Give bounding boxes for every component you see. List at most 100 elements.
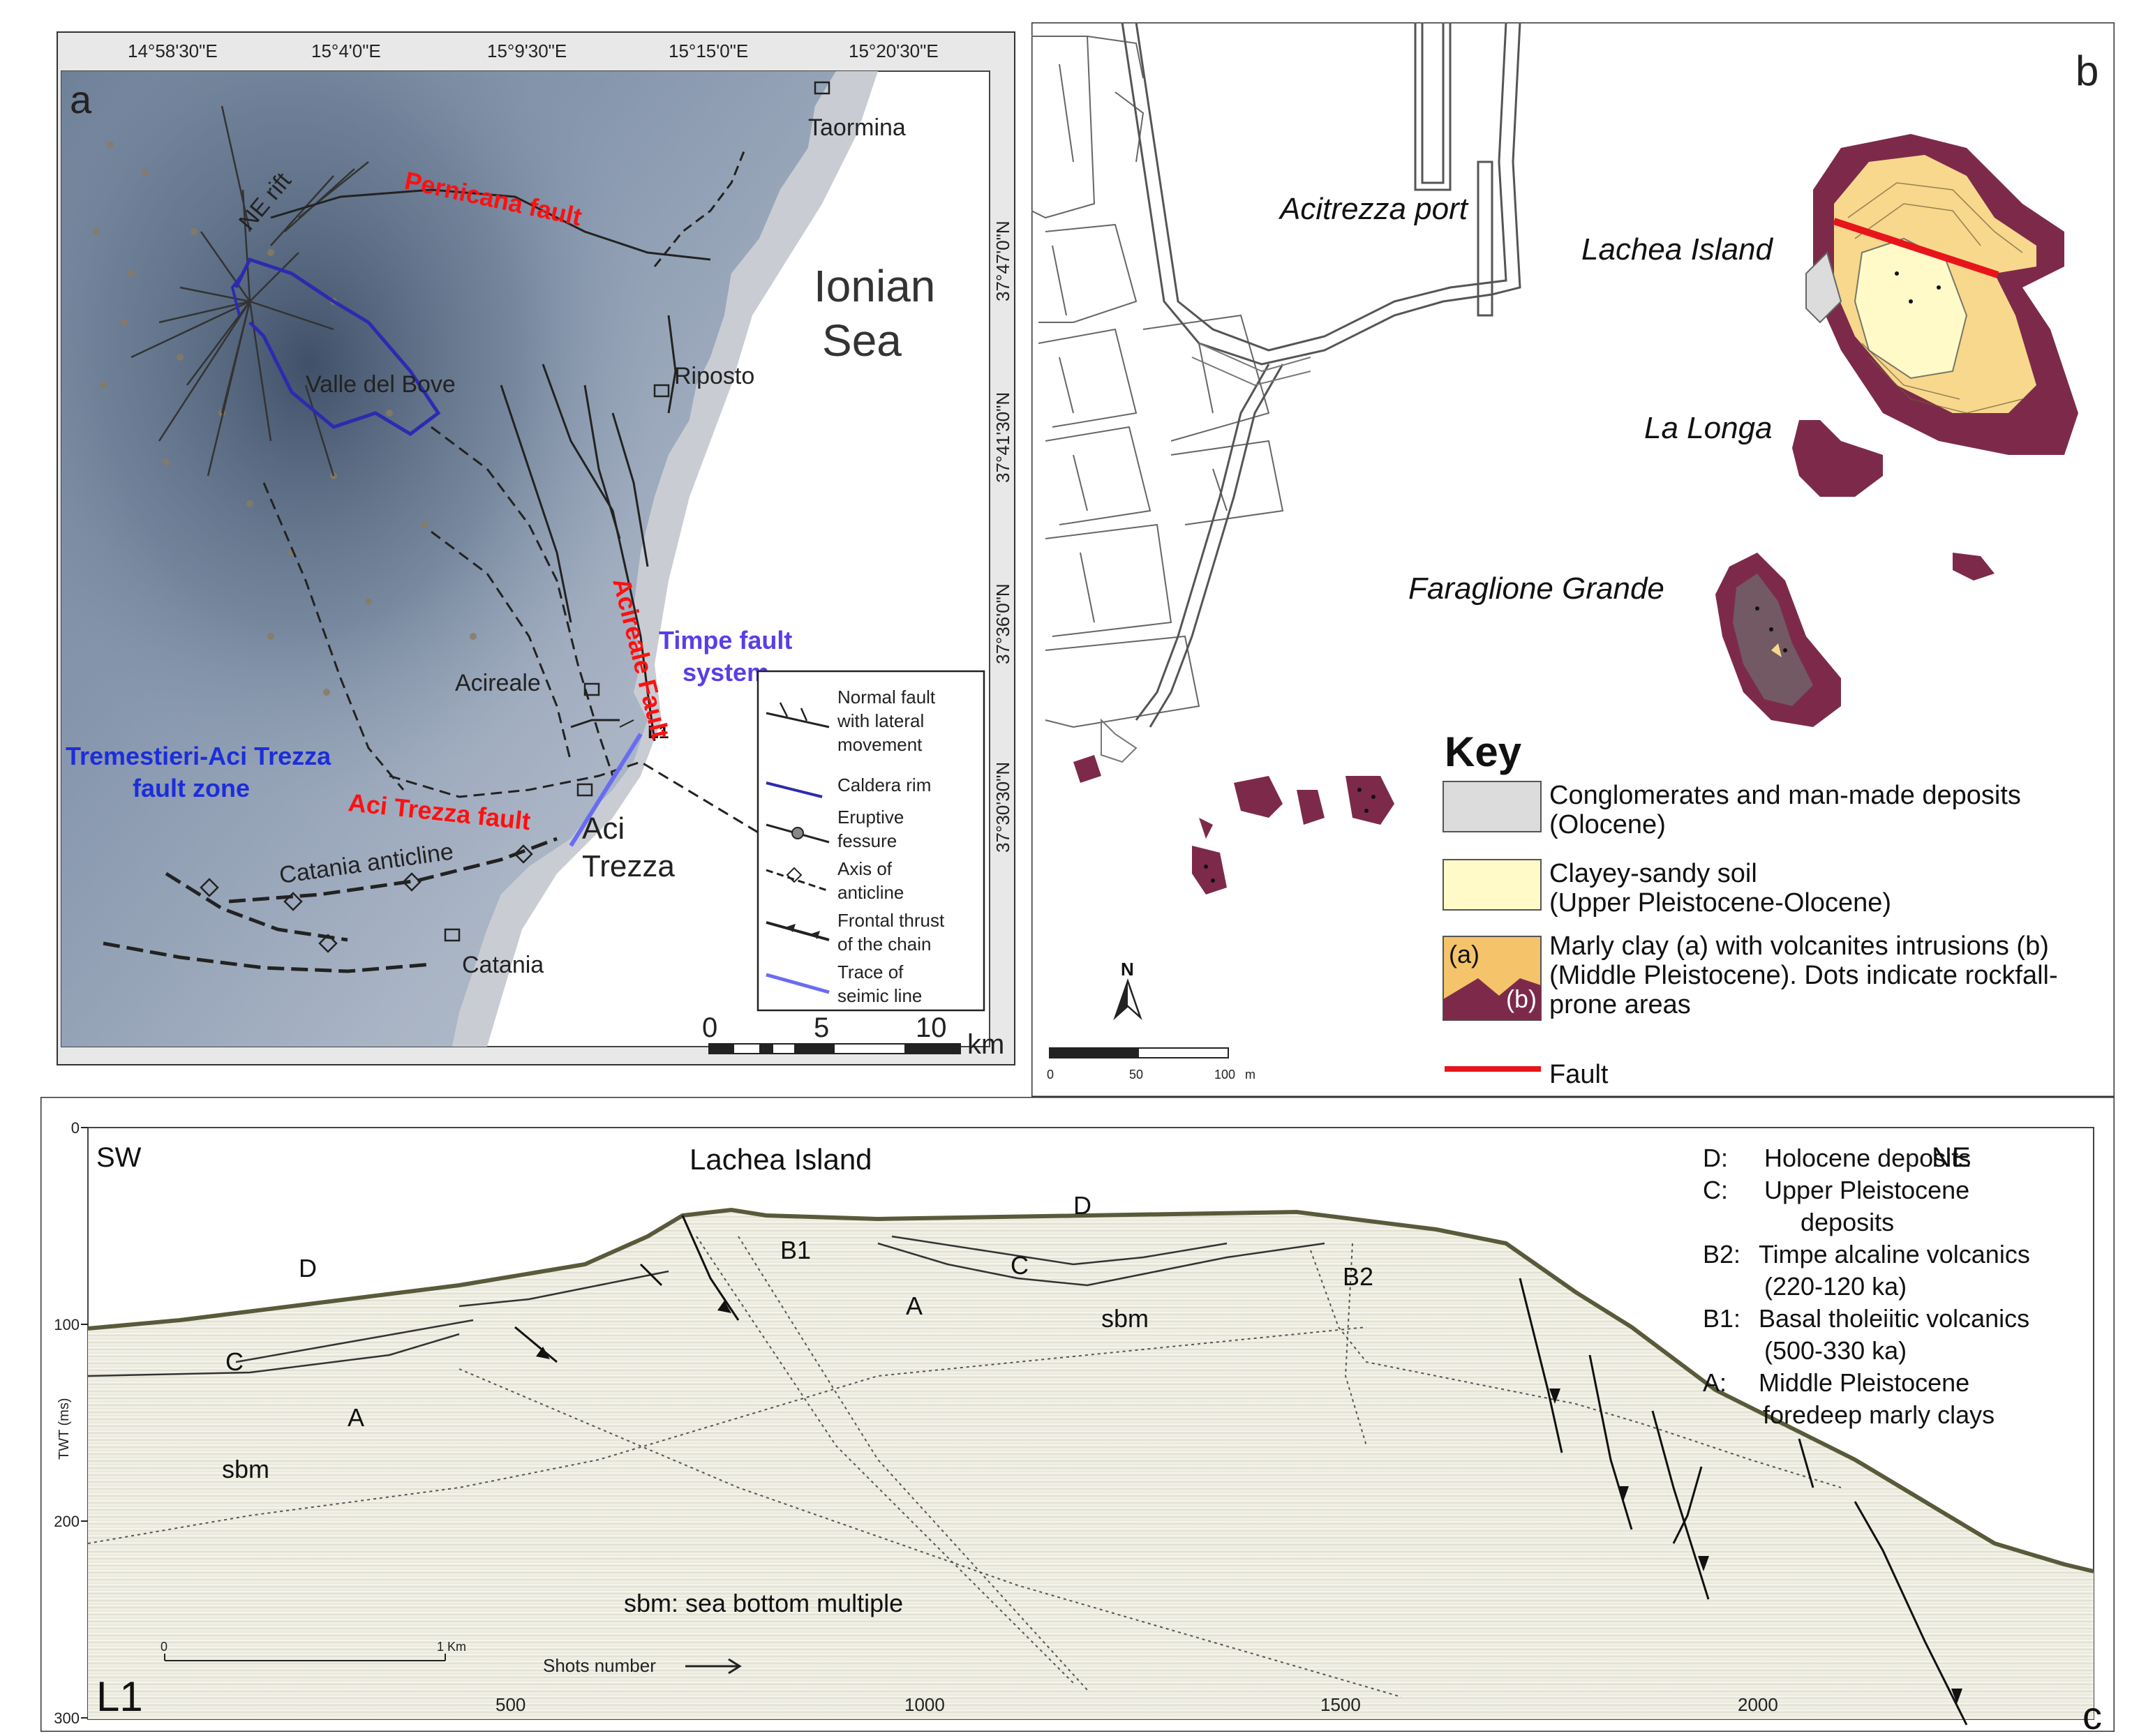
panel-a-letter: a bbox=[70, 77, 92, 121]
legend-a-anticline-1: Axis of bbox=[837, 858, 893, 879]
legend-c-a-code: A: bbox=[1703, 1368, 1727, 1397]
x-tick-2000: 2000 bbox=[1738, 1694, 1778, 1715]
legend-a-seismic-2: seimic line bbox=[837, 985, 922, 1006]
label-acitrezza-port: Acitrezza port bbox=[1278, 192, 1469, 226]
legend-c-d-code: D: bbox=[1703, 1144, 1728, 1172]
legend-c-b1-2: (500-330 ka) bbox=[1764, 1336, 1907, 1365]
faraglione-grande-island bbox=[1715, 553, 1841, 727]
town-street-grid bbox=[1031, 36, 1284, 728]
panel-a-structural-map: 14°58'30"E 15°4'0"E 15°9'30"E 15°15'0"E … bbox=[40, 22, 1031, 1097]
label-timpe-line1: Timpe fault bbox=[659, 626, 792, 654]
scale-b-unit: m bbox=[1245, 1068, 1255, 1082]
key-swatch-b: (b) bbox=[1506, 985, 1537, 1013]
sea-label-line2: Sea bbox=[822, 315, 902, 366]
legend-c-b2-1: Timpe alcaline volcanics bbox=[1759, 1240, 2030, 1269]
unit-c-left: C bbox=[225, 1347, 244, 1376]
legend-a-normal-fault-2: with lateral bbox=[837, 710, 924, 731]
key-conglomerates-1: Conglomerates and man-made deposits bbox=[1549, 781, 2021, 810]
panel-b-letter: b bbox=[2075, 47, 2099, 94]
lon-tick-3: 15°9'30"E bbox=[487, 40, 567, 61]
lon-tick-2: 15°4'0"E bbox=[311, 40, 381, 61]
seismic-section bbox=[88, 1210, 2094, 1719]
legend-c-d-1: Holocene deposits bbox=[1764, 1144, 1971, 1172]
timpe-faults bbox=[500, 315, 677, 742]
scale-c-end: 1 Km bbox=[437, 1640, 466, 1654]
place-taormina: Taormina bbox=[808, 114, 906, 141]
legend-c-b1-1: Basal tholeiitic volcanics bbox=[1759, 1304, 2029, 1333]
key-marly-2: (Middle Pleistocene). Dots indicate rock… bbox=[1549, 961, 2058, 990]
legend-a-caldera-rim: Caldera rim bbox=[837, 775, 931, 795]
lat-tick-3: 37°36'0"N bbox=[992, 583, 1013, 664]
sea-label-line1: Ionian bbox=[814, 261, 935, 311]
panel-b-geology-map: Acitrezza port Lachea Island La Longa Fa… bbox=[1031, 22, 2115, 1097]
lachea-island bbox=[1805, 134, 2078, 455]
profile-line-id: L1 bbox=[96, 1673, 143, 1720]
lon-tick-5: 15°20'30"E bbox=[849, 40, 939, 61]
key-marly-1: Marly clay (a) with volcanites intrusion… bbox=[1549, 931, 2049, 961]
place-valle-del-bove: Valle del Bove bbox=[306, 371, 456, 398]
y-tick-200: 200 bbox=[54, 1513, 80, 1530]
key-marly-3: prone areas bbox=[1549, 990, 1691, 1019]
label-sw: SW bbox=[96, 1142, 142, 1173]
legend-c-c-code: C: bbox=[1703, 1176, 1728, 1204]
panel-c-letter: c bbox=[2082, 1693, 2102, 1732]
scale-b-100: 100 bbox=[1214, 1068, 1235, 1082]
panel-c-seismic-profile: 0 100 200 300 TWT (ms) 500 1000 1500 200… bbox=[40, 1097, 2115, 1732]
reflectors bbox=[87, 1235, 1325, 1377]
legend-a-eruptive-2: fessure bbox=[837, 830, 897, 851]
y-tick-100: 100 bbox=[54, 1316, 80, 1333]
unit-sbm-center: sbm bbox=[1101, 1304, 1149, 1333]
x-axis-label: Shots number bbox=[543, 1655, 656, 1676]
panel-b-scalebar: 0 50 100 m bbox=[1047, 1047, 1255, 1082]
label-ne: NE bbox=[1932, 1142, 1971, 1173]
scale-a-tick-5: 5 bbox=[814, 1012, 829, 1043]
north-arrow: N bbox=[1113, 959, 1142, 1021]
legend-c-b2-code: B2: bbox=[1703, 1240, 1740, 1269]
key-title: Key bbox=[1445, 728, 1522, 775]
place-aci-trezza-line1: Aci bbox=[582, 811, 625, 846]
panel-a-scalebar: 0 5 10 km bbox=[702, 1012, 1004, 1060]
key-clayey-2: (Upper Pleistocene-Olocene) bbox=[1549, 888, 1891, 918]
lon-tick-1: 14°58'30"E bbox=[128, 40, 218, 61]
scale-a-tick-10: 10 bbox=[916, 1012, 947, 1043]
lat-tick-2: 37°41'30"N bbox=[992, 392, 1013, 483]
unit-a-left: A bbox=[348, 1403, 364, 1432]
y-tick-300: 300 bbox=[54, 1709, 80, 1727]
legend-c-c-2: deposits bbox=[1801, 1208, 1894, 1236]
place-aci-trezza-line2: Trezza bbox=[582, 849, 675, 883]
lachea-fault bbox=[1833, 218, 1999, 278]
unit-sbm-left: sbm bbox=[222, 1455, 269, 1483]
legend-a-anticline-2: anticline bbox=[837, 882, 904, 903]
scale-b-0: 0 bbox=[1047, 1068, 1054, 1082]
port-coastline bbox=[1121, 22, 1521, 728]
seismic-line-trace bbox=[569, 733, 643, 847]
legend-a-normal-fault-3: movement bbox=[837, 734, 923, 755]
profile-title: Lachea Island bbox=[689, 1143, 872, 1176]
legend-a-eruptive-1: Eruptive bbox=[837, 807, 904, 828]
legend-a-seismic-1: Trace of bbox=[837, 961, 904, 982]
label-timpe-line2: system bbox=[683, 658, 769, 687]
pernicana-fault-trace bbox=[270, 188, 711, 261]
place-riposto: Riposto bbox=[674, 363, 754, 389]
legend-c-a-2: foredeep marly clays bbox=[1763, 1400, 1995, 1429]
unit-b1: B1 bbox=[780, 1236, 811, 1264]
x-tick-500: 500 bbox=[495, 1694, 525, 1715]
legend-c-b2-2: (220-120 ka) bbox=[1764, 1272, 1907, 1301]
panel-c-legend: D: Holocene deposits C: Upper Pleistocen… bbox=[1703, 1144, 2030, 1429]
legend-c-b1-code: B1: bbox=[1703, 1304, 1740, 1333]
scale-a-unit: km bbox=[967, 1029, 1004, 1060]
y-axis-label: TWT (ms) bbox=[57, 1398, 72, 1460]
unit-d-right: D bbox=[1073, 1191, 1091, 1220]
unit-a-center: A bbox=[906, 1292, 923, 1320]
panel-c-scalebar: 0 1 Km bbox=[161, 1640, 466, 1661]
key-conglomerates-2: (Olocene) bbox=[1549, 810, 1666, 839]
southern-rocks bbox=[1073, 755, 1394, 895]
place-acireale: Acireale bbox=[455, 670, 541, 696]
legend-c-c-1: Upper Pleistocene bbox=[1764, 1176, 1969, 1204]
scale-c-start: 0 bbox=[161, 1640, 167, 1654]
seismic-line-label: L1 bbox=[648, 721, 669, 742]
north-label: N bbox=[1121, 959, 1134, 980]
lat-tick-1: 37°47'0"N bbox=[992, 220, 1013, 301]
label-tremestieri-line2: fault zone bbox=[133, 774, 250, 802]
lon-tick-4: 15°15'0"E bbox=[669, 40, 748, 61]
